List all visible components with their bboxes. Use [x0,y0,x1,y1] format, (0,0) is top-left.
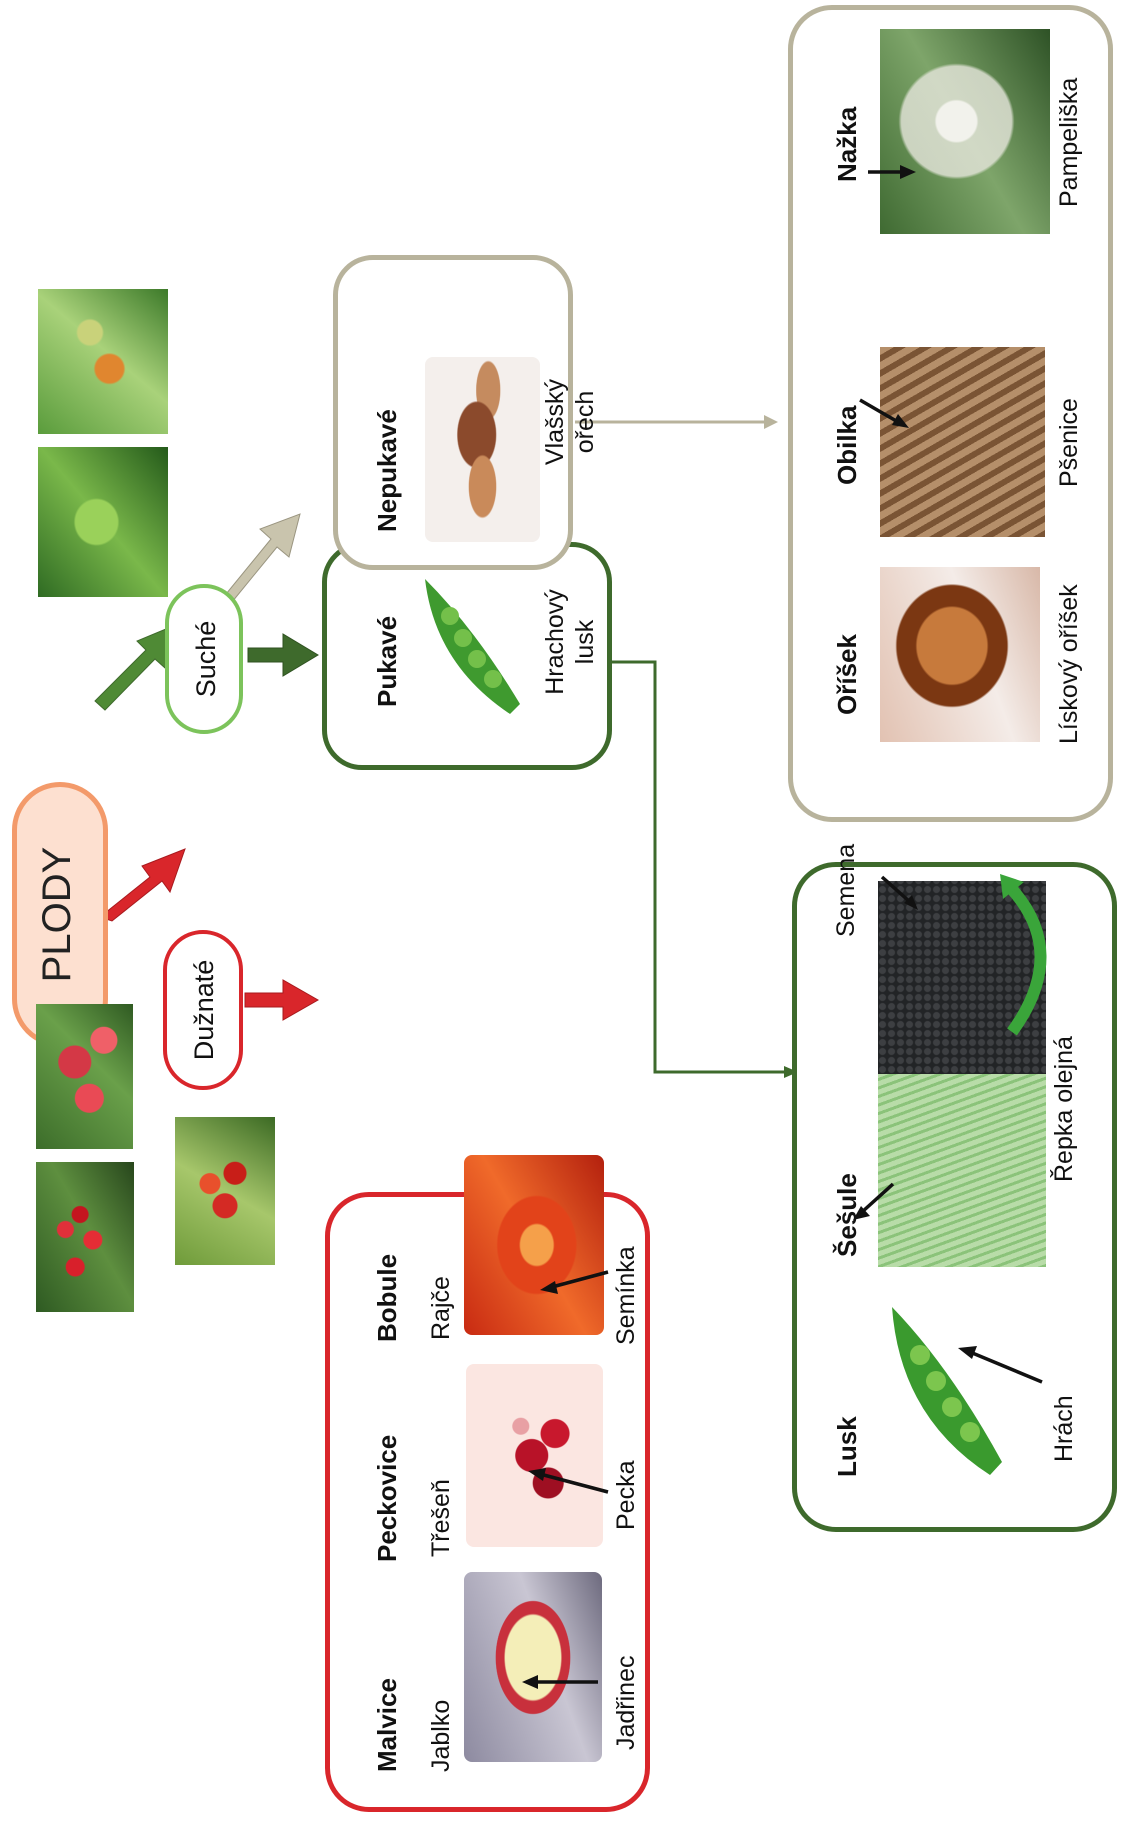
arrow-root-to-duznate [98,848,186,922]
arrow-root-to-suche [94,623,179,711]
arrow-suche-to-pukave [247,633,319,677]
lusk-photo [880,1297,1010,1487]
arrow-suche-to-nepukave [225,513,301,603]
indehiscent-example-pampeliska: Pampeliška [1055,77,1083,207]
pea-pod-photo [415,574,530,724]
arrow-duznate-to-box [244,979,320,1021]
line-pukave-to-box [606,660,793,1074]
